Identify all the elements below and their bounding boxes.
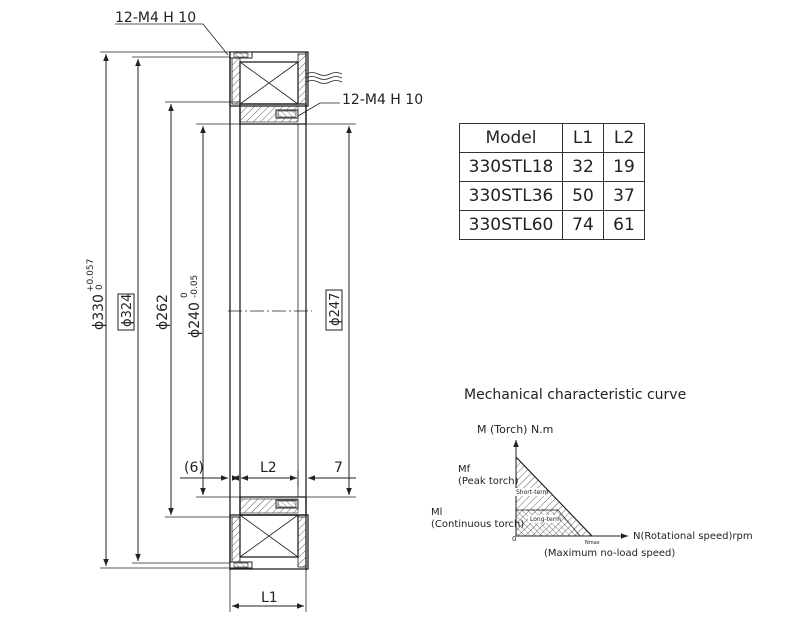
dim-d330: ϕ330	[91, 294, 107, 330]
dimension-labels: 12-M4 H 10 12-M4 H 10 ϕ330 +0.057 0 ϕ324…	[86, 10, 423, 606]
dim-d324-box	[117, 293, 135, 331]
cell-l1: 74	[562, 210, 604, 240]
curve-origin: 0	[512, 535, 516, 543]
curve-short-term: Short-term	[516, 489, 549, 496]
cell-model: 330STL36	[459, 181, 563, 211]
curve-mf-desc: (Peak torch)	[458, 476, 519, 487]
curve-title: Mechanical characteristic curve	[464, 387, 686, 403]
dim-l1: L1	[261, 590, 278, 606]
dim-d240-upper: 0	[180, 292, 190, 298]
dim-d330-upper: +0.057	[86, 259, 96, 292]
curve-y-axis-label: M (Torch) N.m	[477, 423, 553, 436]
model-spec-table: Model L1 L2 330STL18 32 19 330STL36 50 3…	[459, 123, 645, 240]
table-row: 330STL18 32 19	[459, 152, 645, 182]
cell-l1: 50	[562, 181, 604, 211]
curve-nmax-desc: (Maximum no-load speed)	[544, 548, 675, 559]
cell-l2: 37	[603, 181, 645, 211]
cell-model: 330STL60	[459, 210, 563, 240]
dimension-lines	[100, 23, 356, 612]
table-row: 330STL36 50 37	[459, 181, 645, 211]
callout-top-hole: 12-M4 H 10	[115, 10, 196, 26]
header-model: Model	[459, 123, 563, 153]
dim-gap6: (6)	[184, 460, 204, 476]
table-header-row: Model L1 L2	[459, 123, 645, 153]
callout-mid-hole: 12-M4 H 10	[342, 92, 423, 108]
curve-nmax-mark: Nmax	[585, 540, 600, 546]
curve-x-axis-label: N(Rotational speed)rpm	[633, 531, 753, 542]
header-l1: L1	[562, 123, 604, 153]
dim-d247: ϕ247	[328, 293, 343, 326]
characteristic-curve: Mechanical characteristic curve M (Torch…	[431, 387, 753, 559]
dim-seven: 7	[334, 460, 343, 476]
cell-model: 330STL18	[459, 152, 563, 182]
dim-d240: ϕ240	[187, 302, 203, 338]
table-row: 330STL60 74 61	[459, 210, 645, 240]
curve-mf-label: Mf	[458, 464, 471, 475]
dim-d324: ϕ324	[120, 294, 135, 327]
cell-l2: 19	[603, 152, 645, 182]
header-l2: L2	[603, 123, 645, 153]
dim-d247-box	[325, 289, 343, 331]
dim-l2: L2	[260, 460, 277, 476]
motor-cross-section	[228, 51, 343, 570]
dim-d262: ϕ262	[155, 294, 171, 330]
cell-l2: 61	[603, 210, 645, 240]
curve-ml-desc: (Continuous torch)	[431, 519, 524, 530]
cell-l1: 32	[562, 152, 604, 182]
dim-d330-lower: 0	[95, 284, 105, 290]
curve-ml-label: Ml	[431, 507, 442, 518]
dim-d240-lower: -0.05	[190, 275, 200, 298]
curve-long-term: Long-term	[530, 516, 561, 523]
